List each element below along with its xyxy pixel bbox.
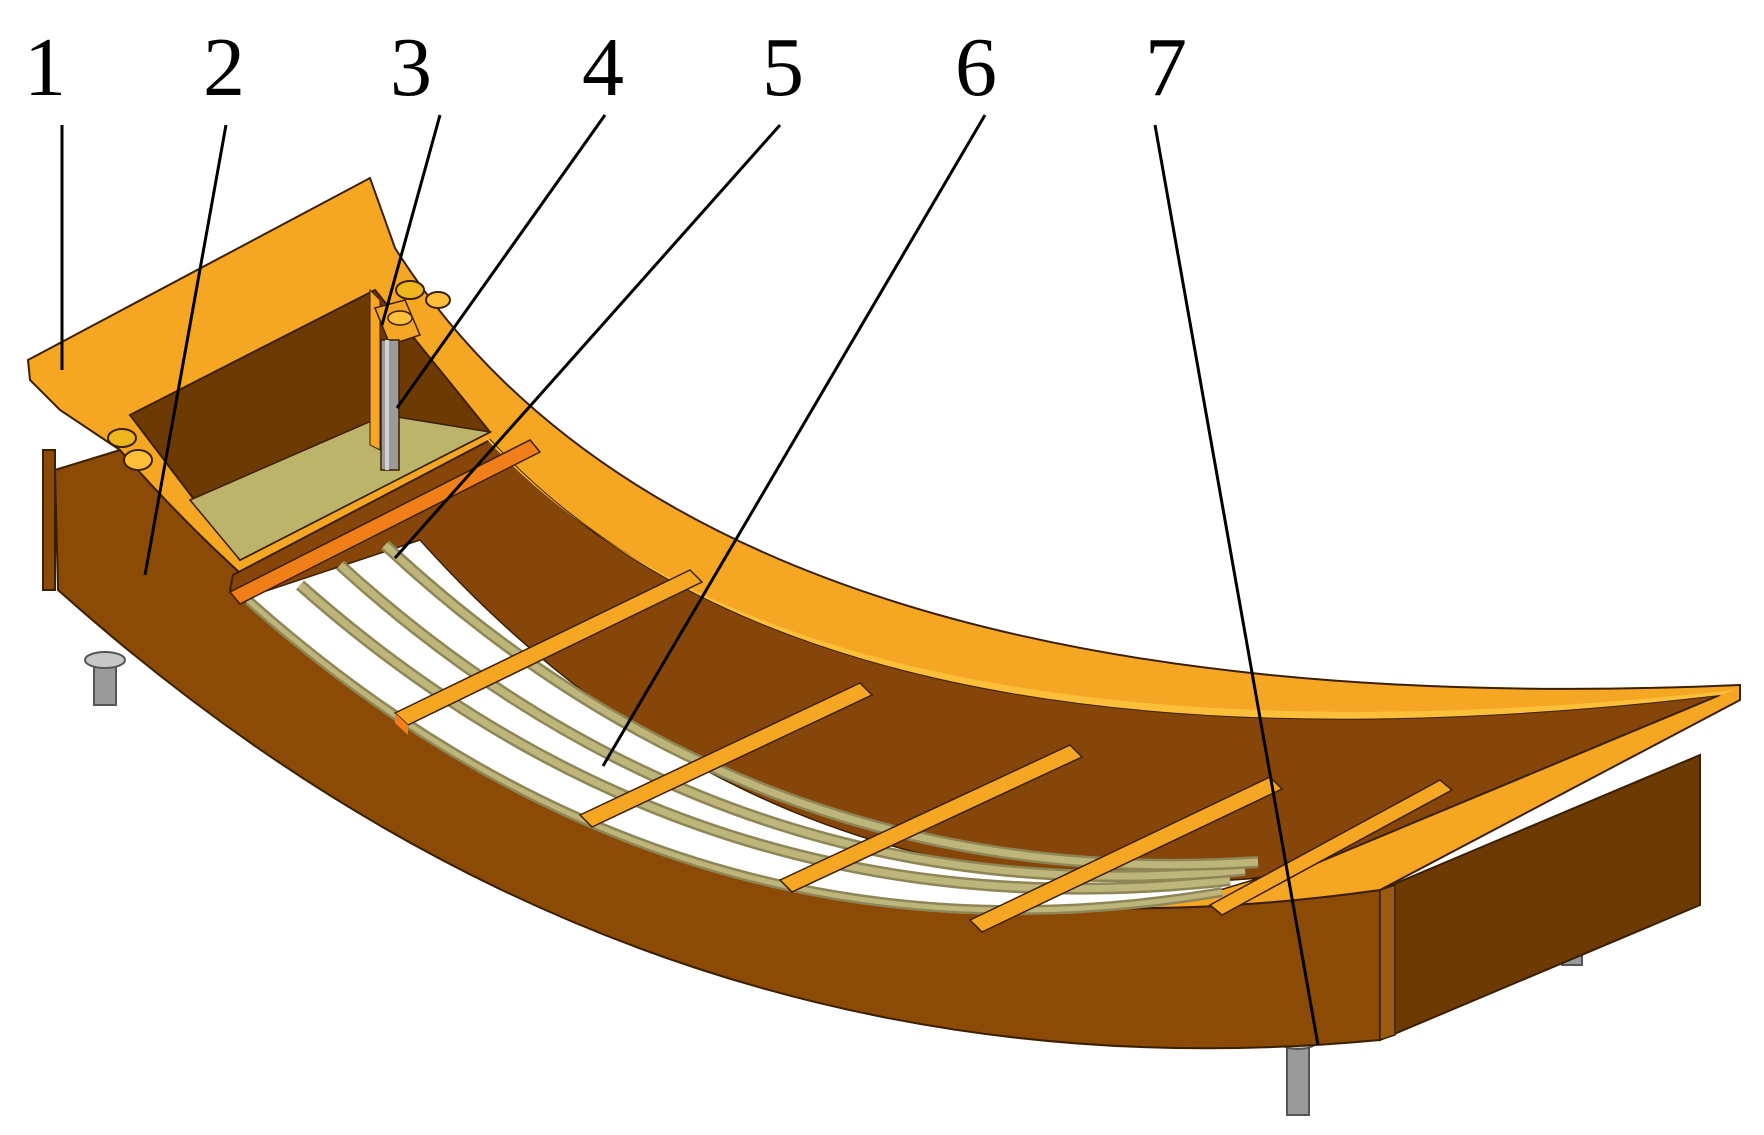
callout-labels: 1 2 3 4 5 6 7 [24,21,1187,114]
front-box [128,288,493,562]
cross-bars [228,439,1454,933]
callout-1: 1 [24,21,66,114]
leader-3 [380,114,442,326]
leader-lines [60,114,1320,1046]
callout-2: 2 [203,21,245,114]
leader-4 [395,114,607,409]
mounting-holes [107,280,451,471]
leader-7 [1153,124,1320,1046]
callout-3: 3 [390,21,432,114]
callout-7: 7 [1145,21,1187,114]
leader-5 [393,124,782,559]
callout-4: 4 [582,21,624,114]
callout-5: 5 [762,21,804,114]
callout-6: 6 [955,21,997,114]
part-2-side-wall [53,448,1701,1050]
part-4-rod [380,339,400,471]
leader-6 [601,114,987,767]
leg-back-left [42,449,56,591]
leader-2 [143,124,228,576]
leg-front-left [84,651,126,706]
